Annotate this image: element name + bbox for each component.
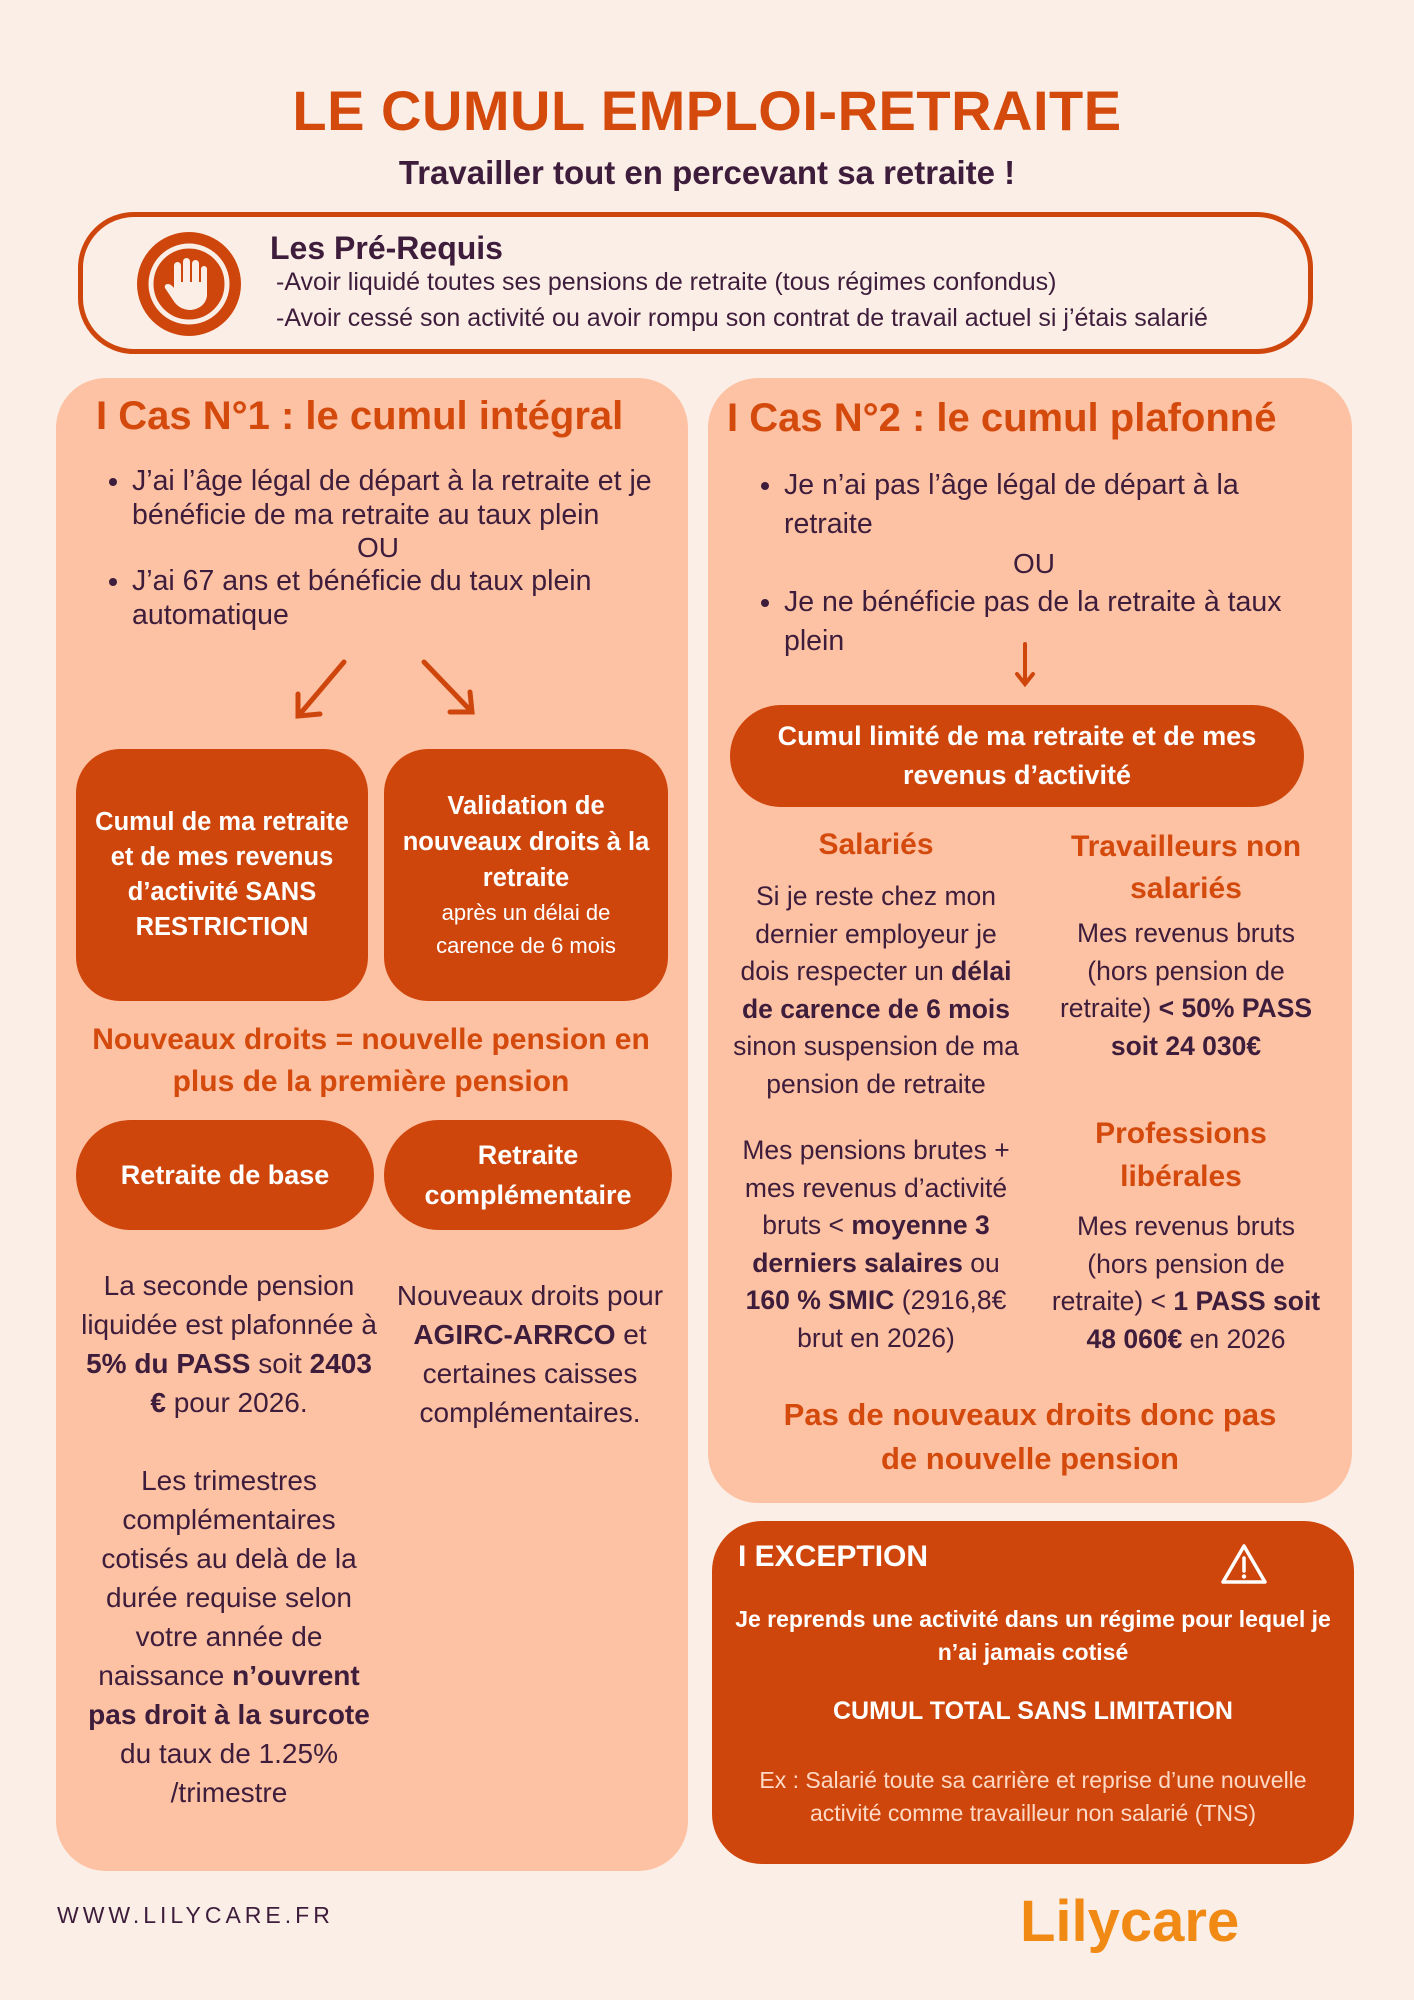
label-text: Retraite complémentaire: [424, 1140, 632, 1210]
box-subtitle: après un délai de carence de 6 mois: [436, 900, 616, 958]
warning-icon: [1221, 1544, 1267, 1584]
new-rights-text: Nouveaux droits = nouvelle pension en pl…: [92, 1023, 650, 1098]
salaries-title: Salariés: [818, 828, 934, 861]
exception-example: Ex : Salarié toute sa carrière et repris…: [759, 1767, 1307, 1826]
case2-conditions: Je n’ai pas l’âge légal de départ à la r…: [750, 466, 1318, 661]
box-title: Validation de nouveaux droits à la retra…: [402, 792, 650, 892]
or-label: OU: [357, 532, 399, 563]
retraite-complementaire-label: Retraite complémentaire: [384, 1120, 672, 1230]
liberal-text: Mes revenus bruts (hors pension de retra…: [1051, 1211, 1321, 1354]
prerequisite-line: -Avoir liquidé toutes ses pensions de re…: [276, 268, 1057, 296]
arrows-icon: [295, 659, 475, 719]
or-label: OU: [1013, 548, 1055, 579]
list-item: J’ai l’âge légal de départ à la retraite…: [132, 464, 658, 532]
hand-stop-icon: [137, 232, 241, 336]
footer-website: WWW.LILYCARE.FR: [57, 1902, 334, 1928]
liberal-title: Professions libérales: [1095, 1117, 1267, 1193]
salaries-ceiling-text: Mes pensions brutes + mes revenus d’acti…: [742, 1135, 1010, 1353]
salaries-text: Si je reste chez mon dernier employeur j…: [733, 881, 1019, 1099]
arrow-down-icon: [1015, 642, 1035, 688]
base-pension-text: La seconde pension liquidée est plafonné…: [81, 1270, 377, 1808]
exception-panel: [712, 1521, 1354, 1864]
page-title: LE CUMUL EMPLOI-RETRAITE: [292, 79, 1122, 142]
list-item: J’ai 67 ans et bénéficie du taux plein a…: [132, 564, 658, 632]
validation-droits-box: Validation de nouveaux droits à la retra…: [384, 749, 668, 1001]
tns-text: Mes revenus bruts (hors pension de retra…: [1059, 918, 1313, 1061]
complementary-pension-text: Nouveaux droits pour AGIRC-ARRCO et cert…: [396, 1280, 664, 1428]
cumul-limite-box: Cumul limité de ma retraite et de mes re…: [730, 705, 1304, 807]
case2-panel: [708, 378, 1352, 1503]
no-new-rights-text: Pas de nouveaux droits donc pas de nouve…: [783, 1397, 1277, 1476]
box-text: Cumul limité de ma retraite et de mes re…: [777, 721, 1257, 790]
exception-heading: I EXCEPTION: [738, 1540, 929, 1573]
box-text: Cumul de ma retraite et de mes revenus d…: [95, 808, 349, 941]
prerequisites-title: Les Pré-Requis: [270, 230, 503, 266]
list-item: Je ne bénéficie pas de la retraite à tau…: [784, 583, 1318, 661]
exception-condition: Je reprends une activité dans un régime …: [735, 1606, 1331, 1665]
case2-heading: I Cas N°2 : le cumul plafonné: [727, 396, 1277, 440]
label-text: Retraite de base: [120, 1159, 330, 1190]
page-subtitle: Travailler tout en percevant sa retraite…: [398, 154, 1016, 191]
brand-logo: Lilycare: [1020, 1889, 1240, 1954]
retraite-base-label: Retraite de base: [76, 1120, 374, 1230]
exception-result: CUMUL TOTAL SANS LIMITATION: [833, 1697, 1233, 1725]
tns-title: Travailleurs non salariés: [1070, 830, 1302, 905]
cumul-sans-restriction-box: Cumul de ma retraite et de mes revenus d…: [76, 749, 368, 1001]
case1-heading: I Cas N°1 : le cumul intégral: [96, 394, 624, 438]
prerequisite-line: -Avoir cessé son activité ou avoir rompu…: [276, 304, 1208, 332]
case1-conditions: J’ai l’âge légal de départ à la retraite…: [98, 464, 658, 632]
list-item: Je n’ai pas l’âge légal de départ à la r…: [784, 466, 1318, 544]
prerequisites-box: [78, 212, 1313, 354]
